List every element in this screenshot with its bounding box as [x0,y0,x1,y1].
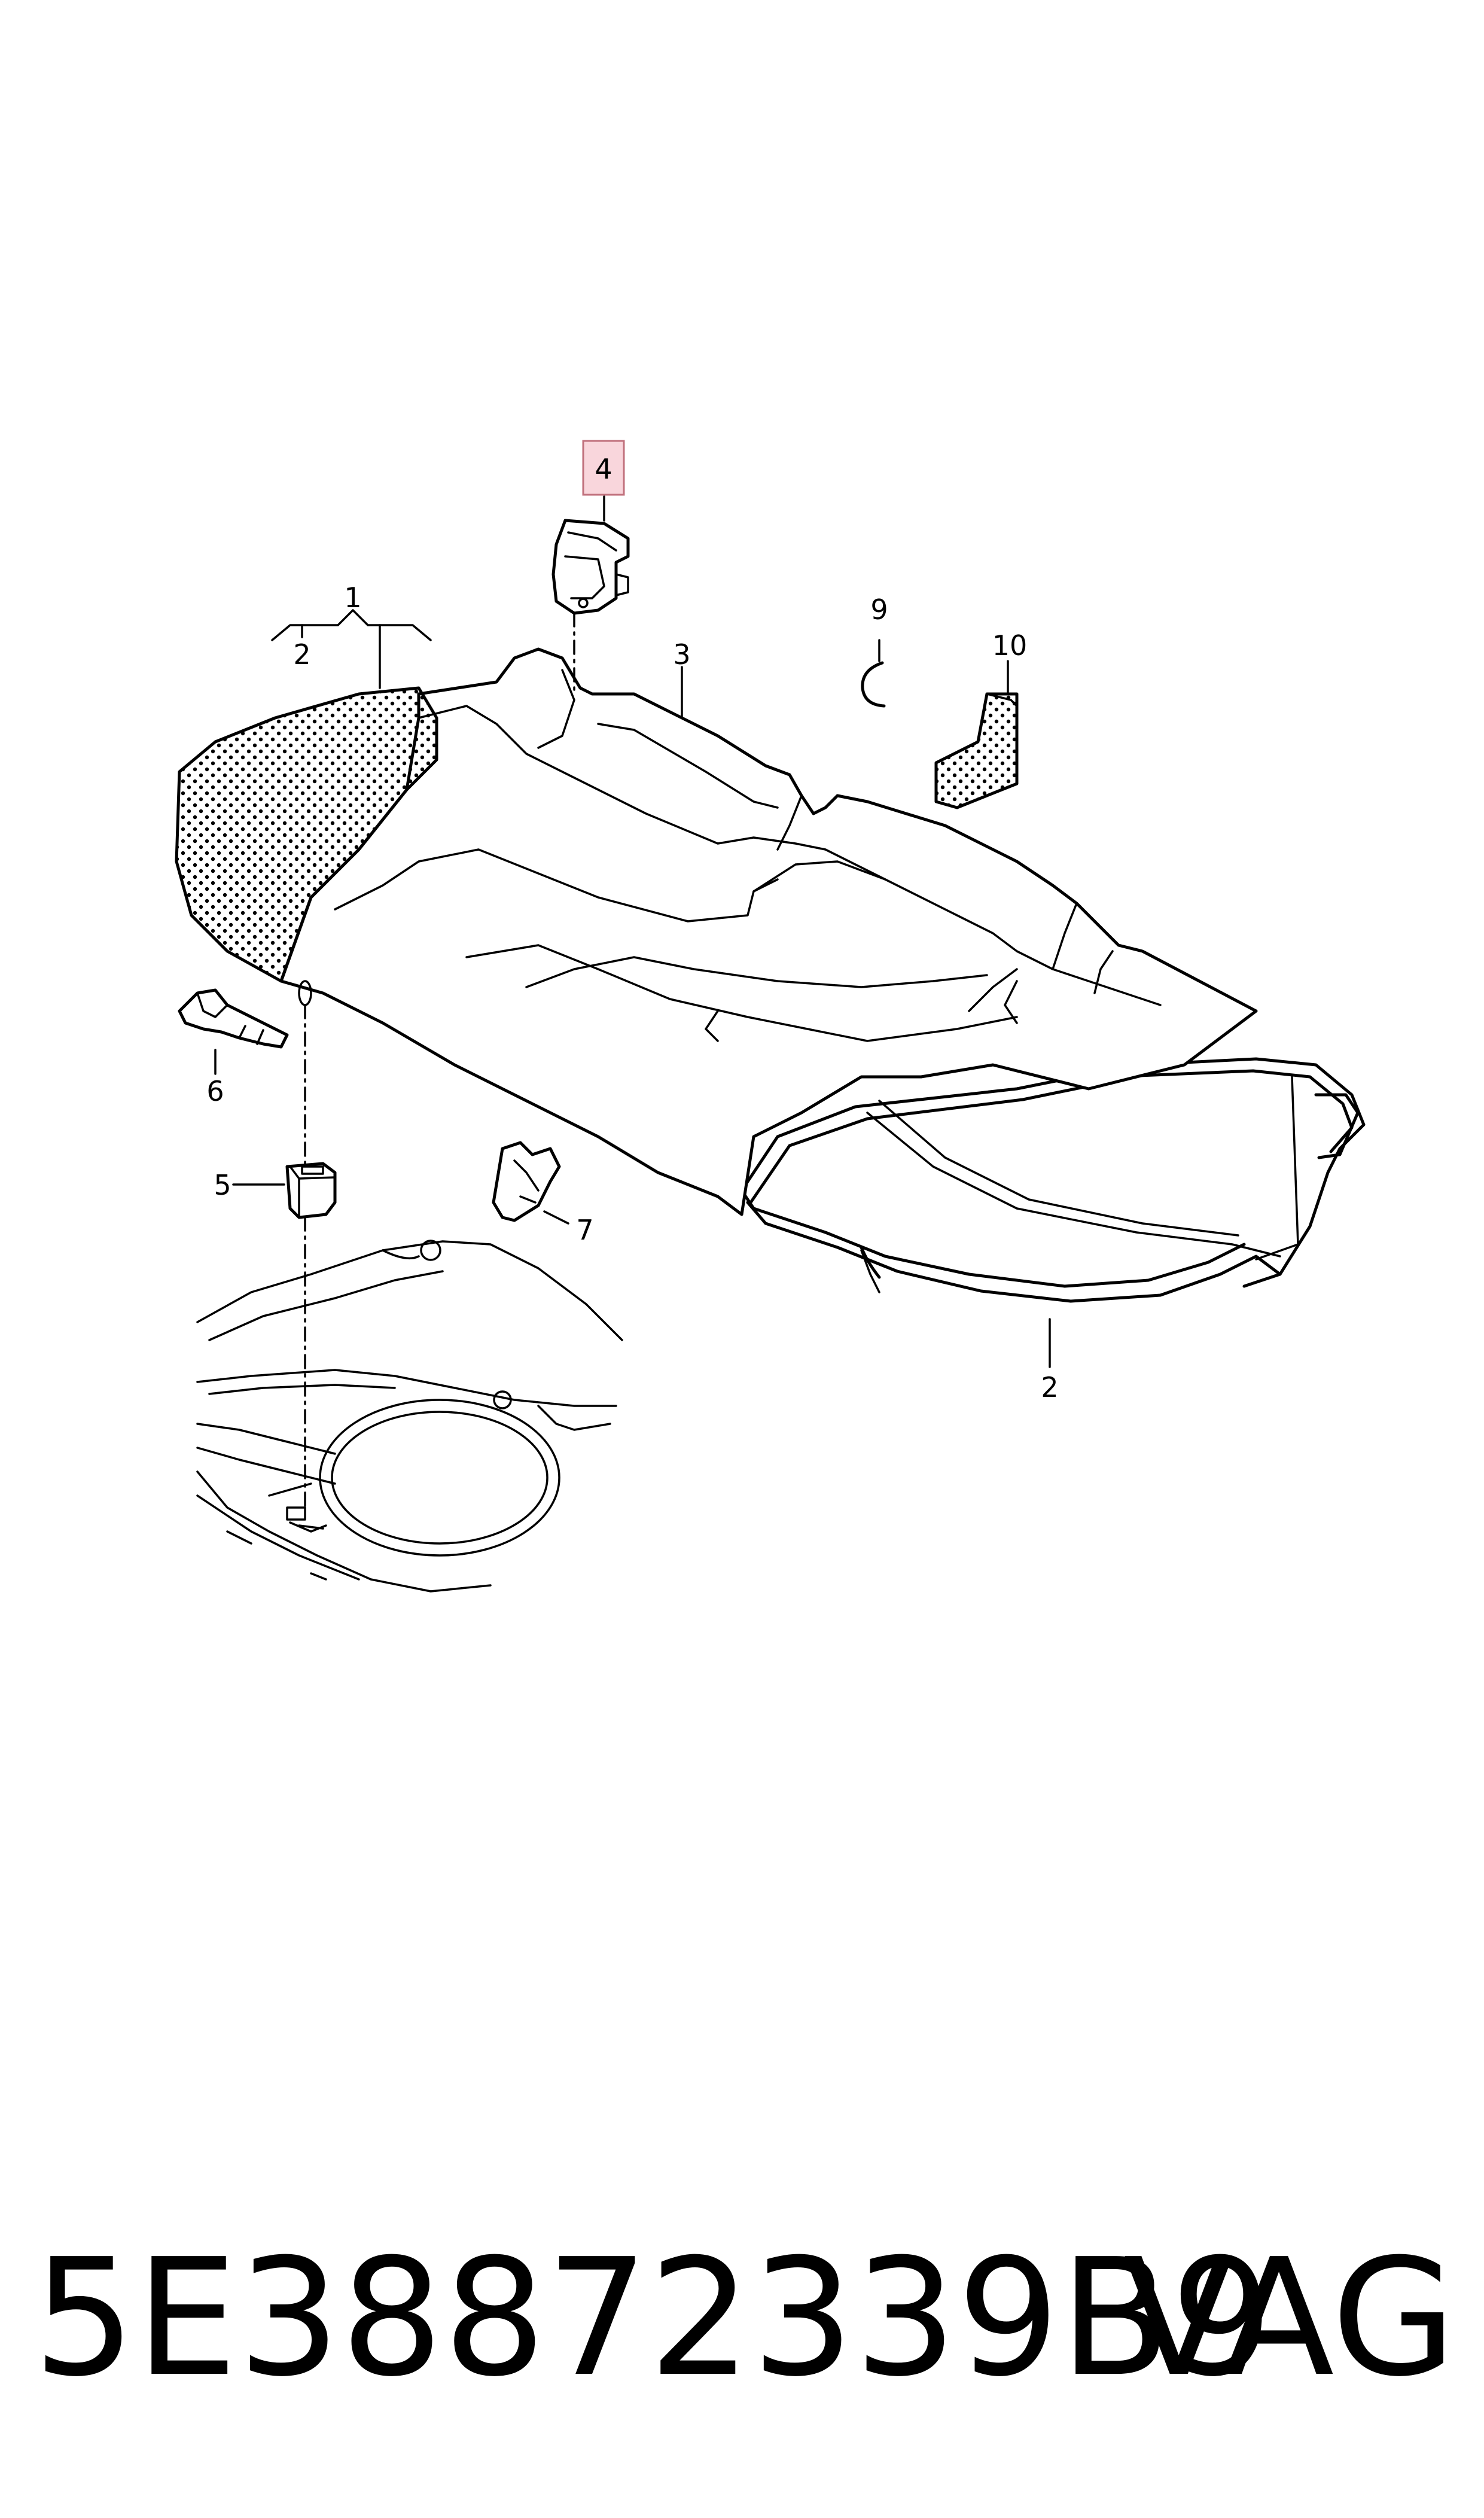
callout-6: 6 [206,1075,224,1107]
wire-frame [740,1057,1366,1303]
seat-cushion [279,647,1258,1216]
callout-9: 9 [870,593,888,626]
clip-part-7 [492,1141,561,1222]
c-clip-part-9 [861,661,886,708]
foam-block-part-10 [934,692,1019,809]
part-number: 5E38872339B9 [33,2224,1273,2412]
leader-lines [214,495,1051,1509]
callout-5: 5 [214,1169,231,1201]
callout-2-top: 2 [293,638,310,671]
callout-3: 3 [673,638,690,671]
foam-pad [175,686,438,983]
callout-2-bottom: 2 [1041,1371,1058,1403]
callout-4: 4 [595,453,612,485]
vehicle-floor [196,1240,623,1593]
callout-10: 10 [992,629,1028,662]
clip-part-6 [178,988,289,1049]
clip-part-4 [551,519,630,615]
callout-7: 7 [576,1214,593,1246]
fastener-part-5 [285,1162,337,1219]
callout-4-highlight [582,440,625,496]
brand-name: VAG [1123,2224,1456,2412]
footer: 5E38872339B9 VAG [33,2228,1456,2408]
callout-1: 1 [344,581,361,614]
